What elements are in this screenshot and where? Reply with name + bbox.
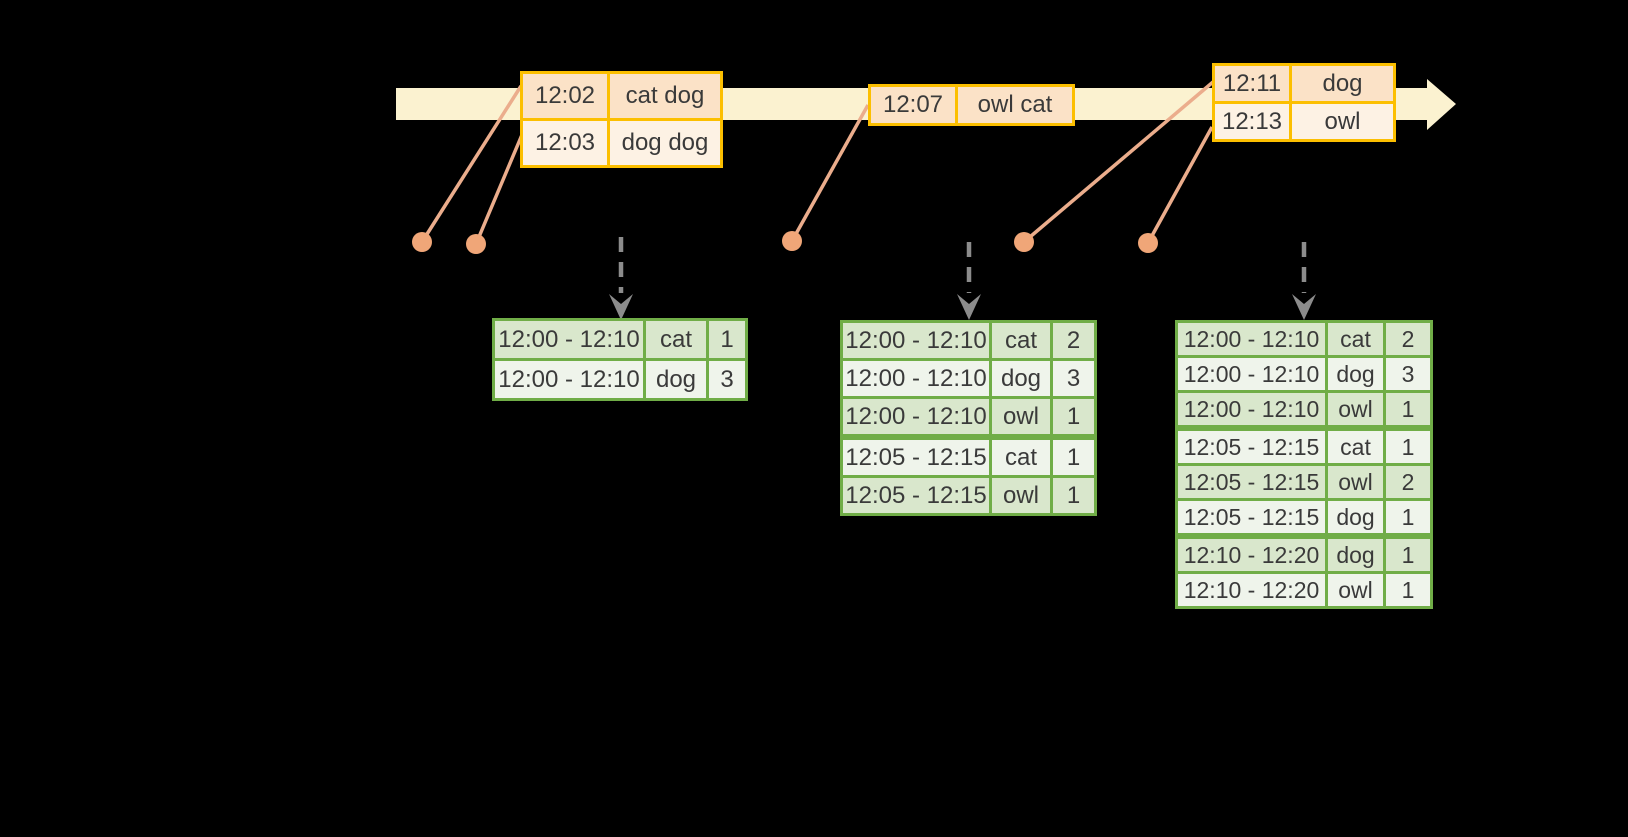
event-connector-line: [474, 129, 526, 245]
event-dot: [466, 234, 486, 254]
count-cell: 1: [1386, 431, 1430, 463]
window-cell: 12:00 - 12:10: [843, 361, 989, 396]
word-cell: dog: [1328, 501, 1383, 533]
word-cell: owl: [1328, 466, 1383, 498]
window-cell: 12:00 - 12:10: [1178, 393, 1325, 425]
window-cell: 12:00 - 12:10: [495, 321, 643, 358]
event-connector-line: [420, 85, 523, 243]
count-cell: 3: [709, 361, 745, 398]
result-row: 12:05 - 12:15 dog 1: [1178, 501, 1430, 533]
event-connector-line: [1146, 126, 1214, 244]
word-cell: dog: [646, 361, 706, 398]
count-cell: 1: [709, 321, 745, 358]
result-row: 12:00 - 12:10 cat 2: [1178, 323, 1430, 355]
event-row: 12:11 dog: [1215, 66, 1393, 101]
result-row: 12:00 - 12:10 dog 3: [843, 361, 1094, 396]
window-cell: 12:05 - 12:15: [843, 440, 989, 475]
window-cell: 12:00 - 12:10: [495, 361, 643, 398]
word-cell: owl: [1328, 393, 1383, 425]
event-row: 12:13 owl: [1215, 104, 1393, 139]
result-row: 12:05 - 12:15 cat 1: [843, 440, 1094, 475]
event-time-cell: 12:13: [1215, 104, 1289, 139]
result-row: 12:05 - 12:15 owl 2: [1178, 466, 1430, 498]
event-row: 12:07 owl cat: [871, 87, 1072, 123]
event-dot: [412, 232, 432, 252]
result-table-2: 12:00 - 12:10 cat 2 12:00 - 12:10 dog 3 …: [840, 320, 1097, 516]
down-arrowhead-icon: [609, 294, 633, 320]
window-cell: 12:05 - 12:15: [1178, 431, 1325, 463]
window-cell: 12:05 - 12:15: [843, 478, 989, 513]
event-dot: [1014, 232, 1034, 252]
result-row: 12:05 - 12:15 owl 1: [843, 478, 1094, 513]
word-cell: dog: [1328, 539, 1383, 571]
result-row: 12:00 - 12:10 dog 3: [1178, 358, 1430, 390]
event-words-cell: owl: [1292, 104, 1393, 139]
event-time-cell: 12:02: [523, 74, 607, 118]
word-cell: cat: [992, 323, 1050, 358]
count-cell: 1: [1386, 501, 1430, 533]
result-table-3: 12:00 - 12:10 cat 2 12:00 - 12:10 dog 3 …: [1175, 320, 1433, 609]
count-cell: 1: [1386, 574, 1430, 606]
event-words-cell: cat dog: [610, 74, 720, 118]
word-cell: dog: [992, 361, 1050, 396]
event-connector-line: [1022, 80, 1215, 244]
window-cell: 12:00 - 12:10: [1178, 323, 1325, 355]
count-cell: 2: [1386, 466, 1430, 498]
window-cell: 12:10 - 12:20: [1178, 539, 1325, 571]
event-words-cell: dog: [1292, 66, 1393, 101]
result-row: 12:00 - 12:10 cat 2: [843, 323, 1094, 358]
count-cell: 3: [1053, 361, 1094, 396]
word-cell: owl: [992, 478, 1050, 513]
window-cell: 12:05 - 12:15: [1178, 466, 1325, 498]
event-row: 12:02 cat dog: [523, 74, 720, 118]
event-time-cell: 12:11: [1215, 66, 1289, 101]
window-cell: 12:10 - 12:20: [1178, 574, 1325, 606]
word-cell: owl: [992, 399, 1050, 434]
event-dots: [412, 231, 1158, 254]
event-table-3: 12:11 dog 12:13 owl: [1212, 63, 1396, 142]
count-cell: 2: [1053, 323, 1094, 358]
event-connector-lines: [420, 80, 1215, 245]
event-words-cell: owl cat: [958, 87, 1072, 123]
count-cell: 2: [1386, 323, 1430, 355]
result-row: 12:10 - 12:20 owl 1: [1178, 574, 1430, 606]
count-cell: 1: [1053, 478, 1094, 513]
trigger-dashed-lines: [618, 237, 1307, 293]
event-row: 12:03 dog dog: [523, 121, 720, 165]
down-arrowhead-icon: [1292, 294, 1316, 320]
count-cell: 1: [1386, 539, 1430, 571]
count-cell: 3: [1386, 358, 1430, 390]
word-cell: cat: [992, 440, 1050, 475]
event-connector-line: [790, 104, 870, 242]
result-table-1: 12:00 - 12:10 cat 1 12:00 - 12:10 dog 3: [492, 318, 748, 401]
window-cell: 12:00 - 12:10: [1178, 358, 1325, 390]
word-cell: cat: [646, 321, 706, 358]
event-dot: [1138, 233, 1158, 253]
window-cell: 12:05 - 12:15: [1178, 501, 1325, 533]
word-cell: owl: [1328, 574, 1383, 606]
event-time-cell: 12:07: [871, 87, 955, 123]
count-cell: 1: [1053, 399, 1094, 434]
down-arrowhead-icon: [957, 294, 981, 320]
word-cell: cat: [1328, 323, 1383, 355]
word-cell: cat: [1328, 431, 1383, 463]
word-cell: dog: [1328, 358, 1383, 390]
result-row: 12:00 - 12:10 dog 3: [495, 361, 745, 398]
event-time-cell: 12:03: [523, 121, 607, 165]
result-row: 12:00 - 12:10 cat 1: [495, 321, 745, 358]
event-dot: [782, 231, 802, 251]
trigger-arrowheads: [609, 294, 1316, 320]
event-table-2: 12:07 owl cat: [868, 84, 1075, 126]
count-cell: 1: [1386, 393, 1430, 425]
result-row: 12:05 - 12:15 cat 1: [1178, 431, 1430, 463]
result-row: 12:00 - 12:10 owl 1: [843, 399, 1094, 434]
result-row: 12:10 - 12:20 dog 1: [1178, 539, 1430, 571]
event-words-cell: dog dog: [610, 121, 720, 165]
result-row: 12:00 - 12:10 owl 1: [1178, 393, 1430, 425]
event-table-1: 12:02 cat dog 12:03 dog dog: [520, 71, 723, 168]
window-cell: 12:00 - 12:10: [843, 399, 989, 434]
window-cell: 12:00 - 12:10: [843, 323, 989, 358]
count-cell: 1: [1053, 440, 1094, 475]
timeline-arrowhead-icon: [1427, 79, 1456, 130]
